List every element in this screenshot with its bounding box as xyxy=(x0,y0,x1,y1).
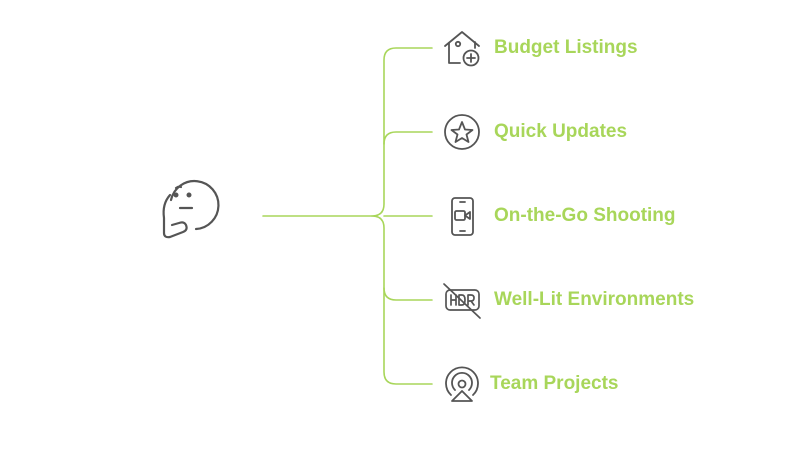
connector-lines xyxy=(262,47,433,385)
item-label-on-the-go-shooting: On-the-Go Shooting xyxy=(494,205,676,226)
item-label-quick-updates: Quick Updates xyxy=(494,121,628,142)
branch-spine xyxy=(371,47,433,385)
branch-line-4 xyxy=(383,287,433,301)
thinking-face-icon xyxy=(162,179,220,239)
airplay-signal-icon xyxy=(445,366,479,402)
item-label-budget-listings: Budget Listings xyxy=(494,37,638,58)
house-plus-icon xyxy=(444,31,480,67)
hdr-off-icon xyxy=(443,283,481,319)
item-label-well-lit-environments: Well-Lit Environments xyxy=(494,289,695,310)
branch-line-2 xyxy=(383,131,433,145)
phone-video-icon xyxy=(451,197,474,236)
star-circle-icon xyxy=(444,114,480,150)
item-label-team-projects: Team Projects xyxy=(490,373,619,394)
